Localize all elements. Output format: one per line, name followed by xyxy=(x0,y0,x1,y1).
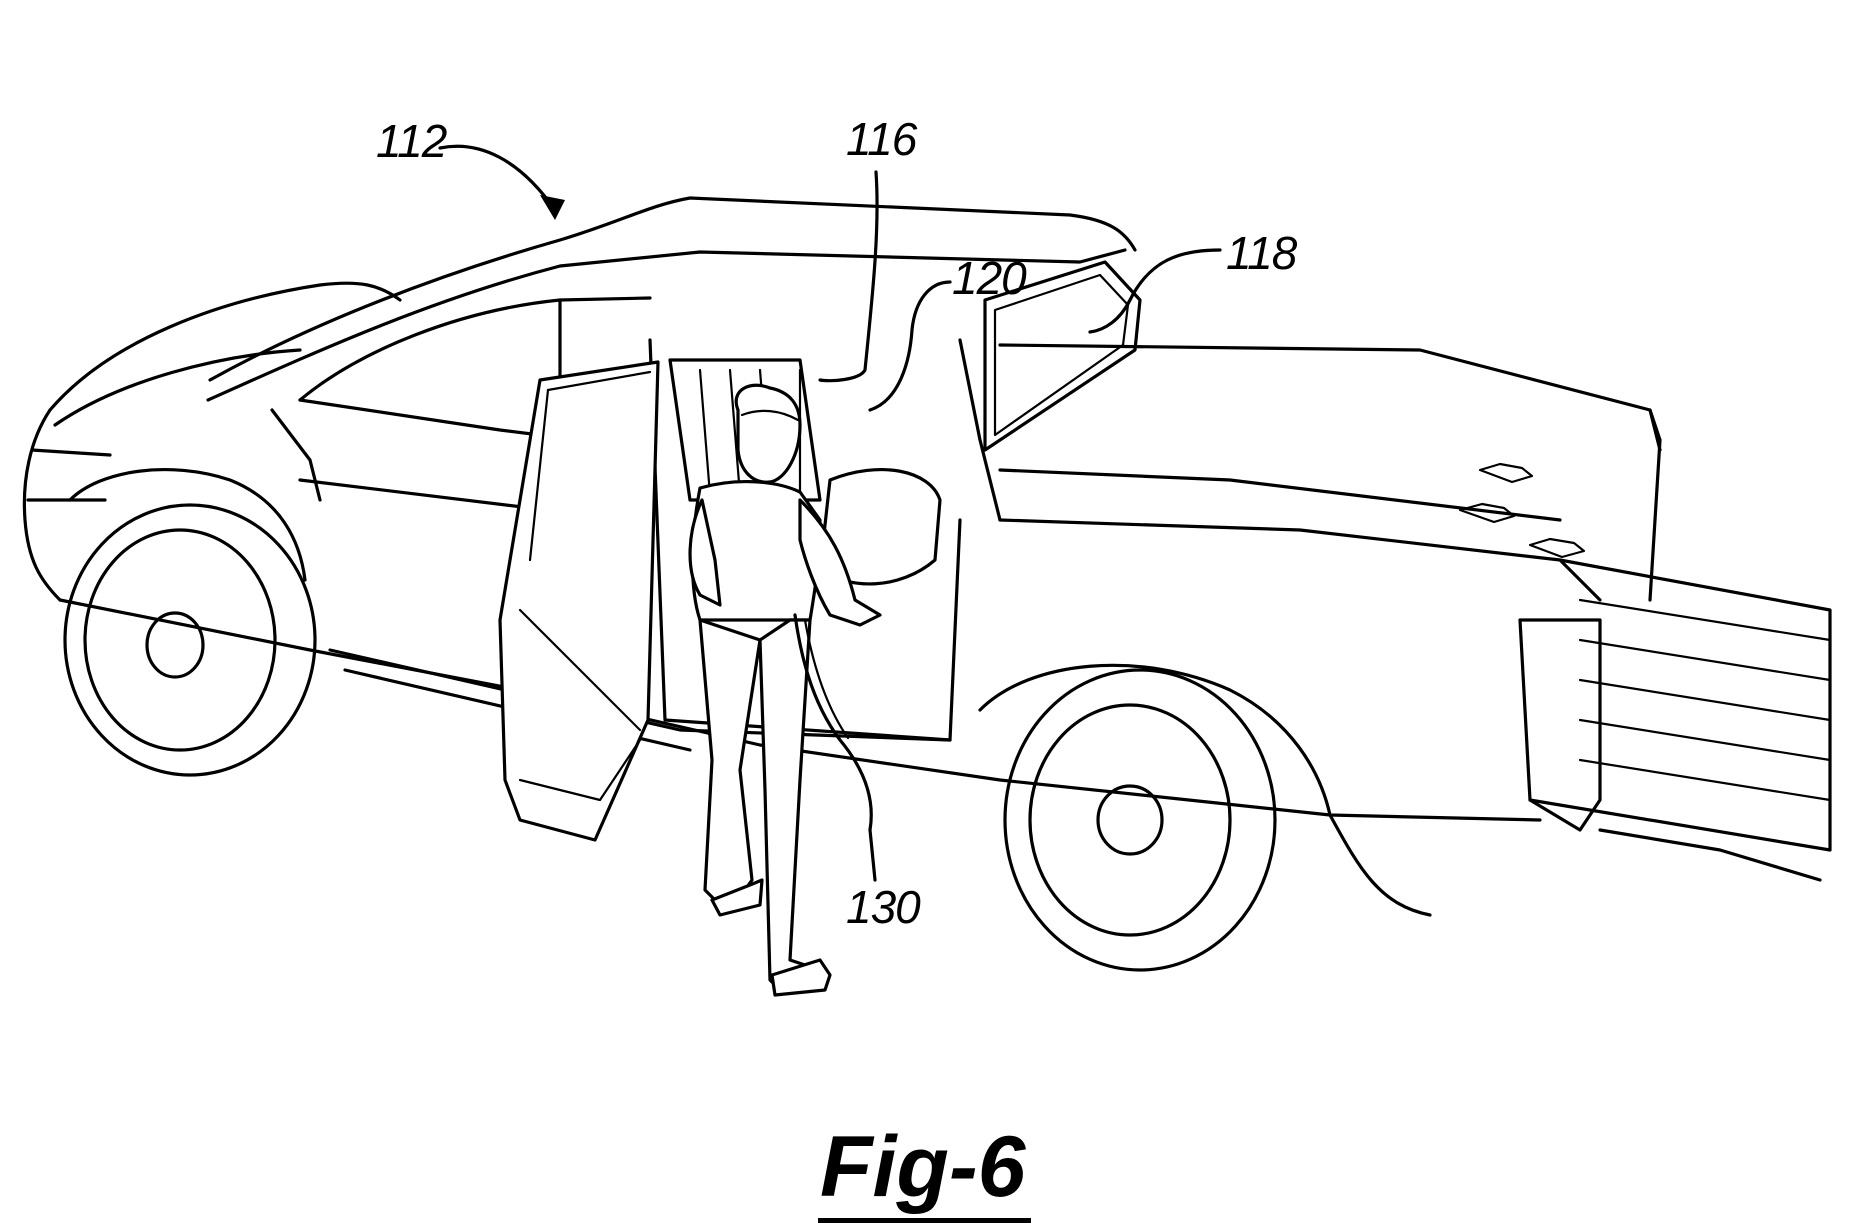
ref-label-118: 118 xyxy=(1226,227,1297,279)
truck-body xyxy=(22,196,1832,917)
leader-lines xyxy=(438,144,1222,882)
ref-label-112: 112 xyxy=(376,115,447,167)
ref-label-120: 120 xyxy=(952,252,1027,304)
person xyxy=(688,383,882,997)
front-wheel xyxy=(63,467,317,777)
cable xyxy=(793,613,873,832)
open-door xyxy=(498,360,660,842)
ref-label-130: 130 xyxy=(846,881,921,933)
figure-caption: Fig-6 xyxy=(818,1124,1032,1223)
ref-label-116: 116 xyxy=(846,113,917,165)
rear-wheel xyxy=(978,663,1332,972)
